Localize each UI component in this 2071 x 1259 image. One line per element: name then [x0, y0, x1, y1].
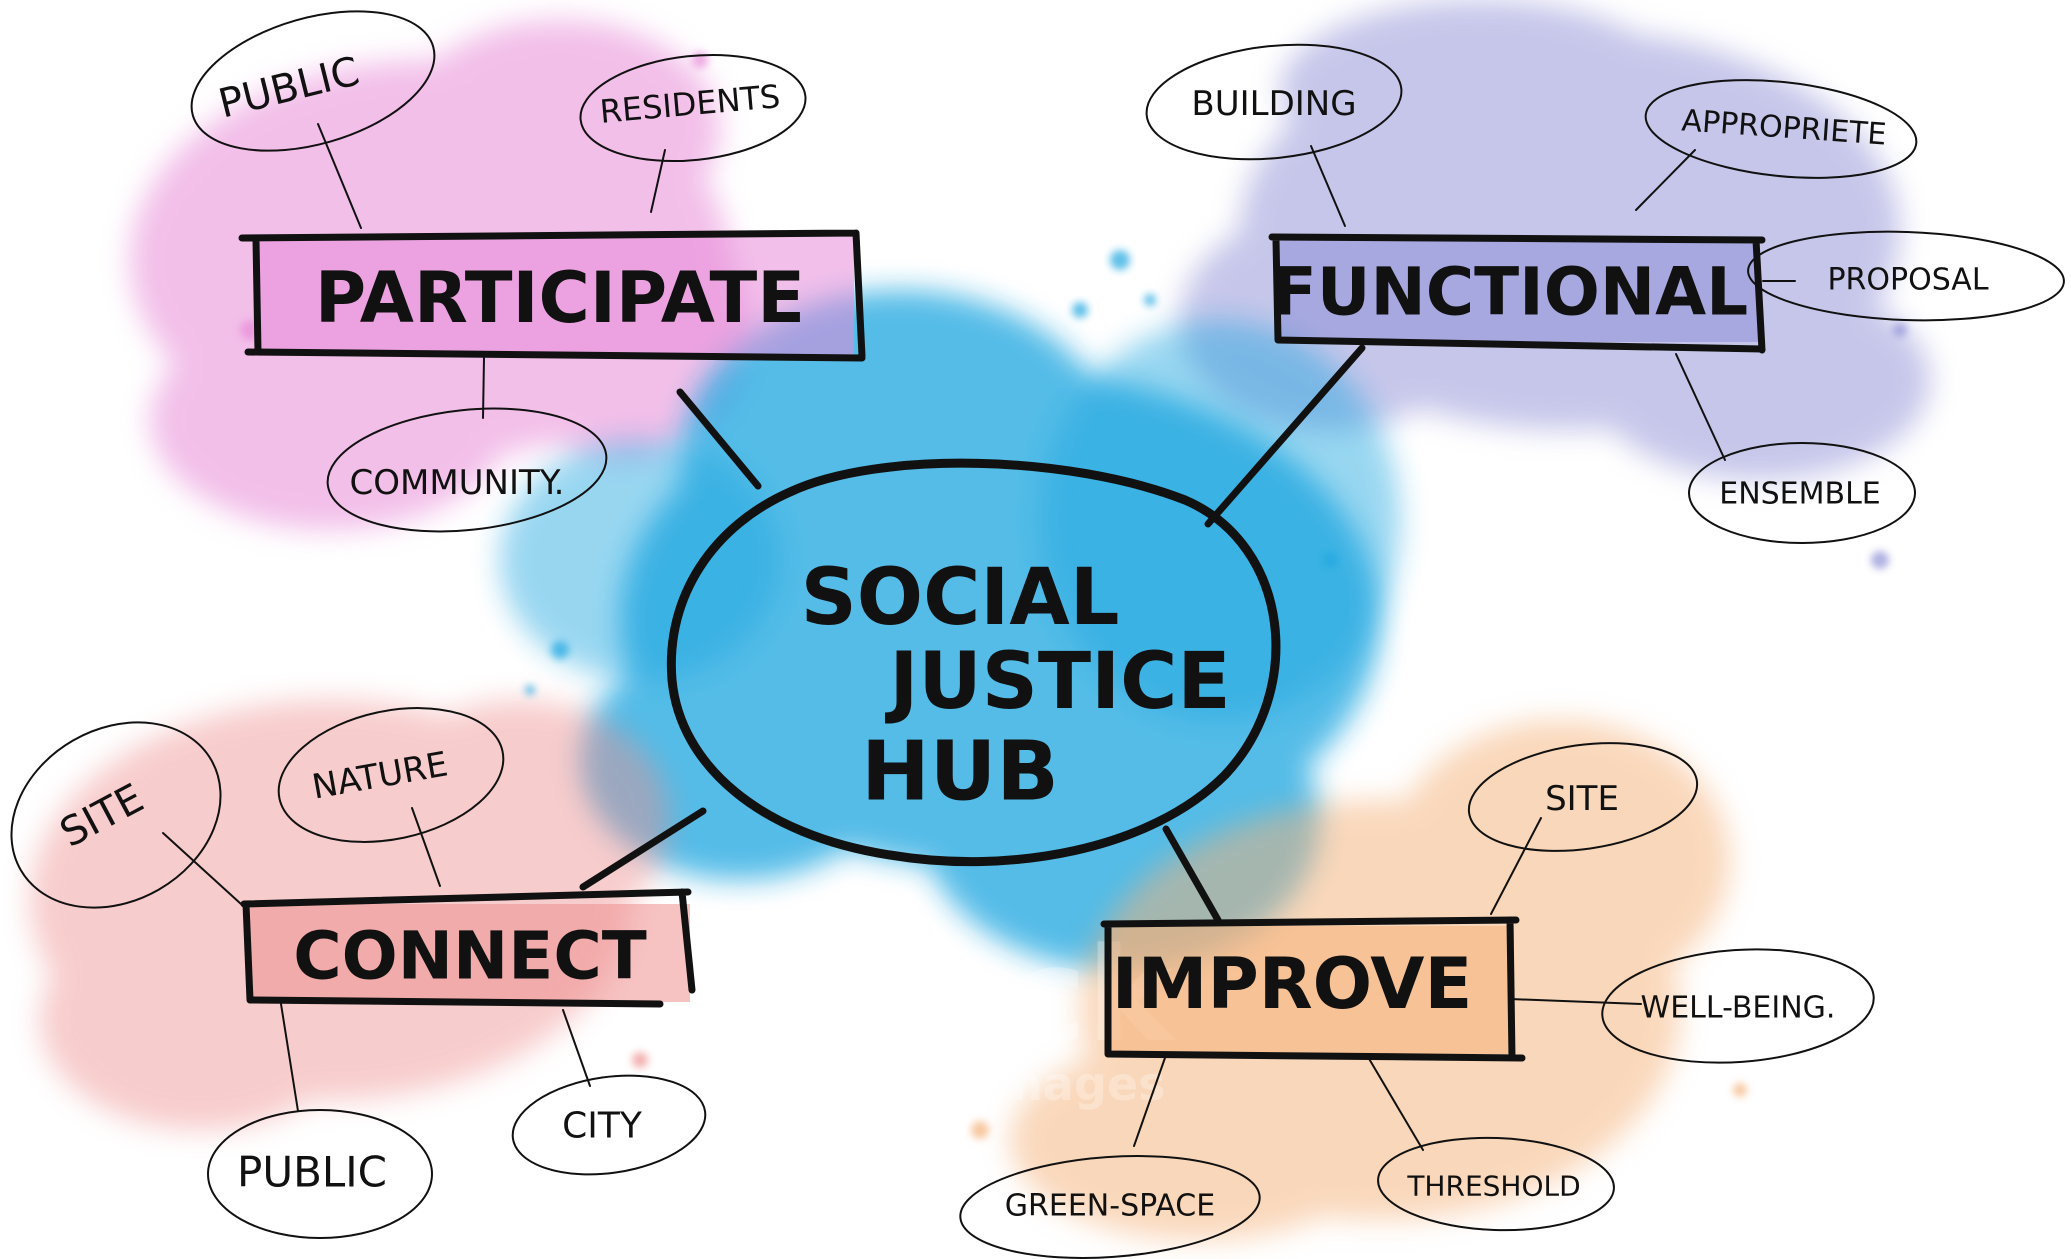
connect-leaf-public: PUBLIC [237, 1148, 387, 1197]
improve-leaf-greenspace: GREEN-SPACE [1005, 1189, 1215, 1224]
connect-leaf-public-bubble [207, 1109, 433, 1239]
functional-label: FUNCTIONAL [1272, 254, 1748, 331]
participate-box-outline [238, 229, 866, 362]
leaf-connectors [162, 123, 1796, 1151]
functional-leaf-proposal-bubble [1747, 230, 2065, 322]
central-hub: SOCIAL JUSTICE HUB [666, 458, 1281, 867]
improve-leaf-site-bubble [1467, 742, 1699, 852]
connector-connect [579, 807, 707, 891]
hub-connectors [579, 344, 1366, 924]
improve-leaf-greenspace-bubble [959, 1155, 1261, 1259]
connect-box-fill [250, 904, 690, 1002]
leaf-line-functional-ensemble [1675, 353, 1726, 461]
leaf-line-improve-wellbeing [1509, 998, 1642, 1005]
watermark-credit: by Getty Images [740, 1057, 1165, 1111]
leaf-line-functional-appropriete [1635, 149, 1696, 211]
connect-label: CONNECT [293, 918, 647, 995]
leaf-line-connect-site [162, 832, 242, 905]
hub-line-1: SOCIAL [801, 553, 1120, 643]
functional-leaf-proposal: PROPOSAL [1827, 263, 1988, 298]
connect-leaf-nature-bubble [277, 707, 505, 843]
participate-leaf-community-bubble [326, 407, 608, 533]
improve-leaf-wellbeing-bubble [1601, 948, 1875, 1064]
connect-leaf-city-bubble [511, 1074, 707, 1176]
participate-leaf-community: COMMUNITY. [350, 463, 565, 503]
functional-box-outline [1268, 233, 1766, 354]
leaf-line-improve-threshold [1367, 1056, 1424, 1151]
connect-box-outline [240, 888, 696, 1008]
connect-leaf-city: CITY [562, 1106, 643, 1147]
improve-leaf-threshold: THRESHOLD [1406, 1170, 1580, 1203]
watermark-brand: iStock [720, 919, 1176, 1071]
participate-box-fill [258, 236, 854, 356]
functional-leaf-ensemble-bubble [1688, 442, 1916, 544]
leaf-line-functional-building [1310, 145, 1346, 227]
hub-line-3: HUB [861, 725, 1059, 820]
leaf-line-connect-public [280, 1003, 299, 1112]
leaf-line-participate-public [317, 123, 362, 229]
stock-watermark: iStock by Getty Images [720, 919, 1176, 1111]
connect-leaf-site-bubble [10, 721, 222, 909]
functional-leaf-appropriete-bubble [1644, 79, 1918, 179]
hub-outline [666, 458, 1281, 867]
splash-droplets [240, 52, 1907, 1139]
participate-leaf-public-bubble [190, 10, 436, 152]
connector-functional [1204, 344, 1366, 528]
improve-box-outline [1100, 916, 1526, 1062]
functional-leaf-building: BUILDING [1191, 84, 1356, 124]
functional-leaf-ensemble: ENSEMBLE [1719, 477, 1881, 512]
improve-box-fill [1110, 926, 1514, 1054]
improve-leaf-threshold-bubble [1377, 1136, 1615, 1232]
hub-line-2: JUSTICE [884, 637, 1230, 727]
leaf-line-connect-city [562, 1009, 591, 1087]
connector-improve [1162, 825, 1222, 924]
leaf-line-improve-greenspace [1133, 1054, 1167, 1147]
leaf-line-improve-site [1490, 817, 1542, 915]
branch-connect: CONNECT SITE NATURE PUBLIC CITY [10, 707, 707, 1239]
improve-leaf-wellbeing: WELL-BEING. [1641, 991, 1836, 1026]
branch-functional: FUNCTIONAL BUILDING APPROPRIETE PROPOSAL… [1145, 43, 2065, 544]
participate-leaf-residents-bubble [579, 53, 807, 163]
functional-leaf-building-bubble [1145, 43, 1403, 161]
branch-improve: IMPROVE SITE WELL-BEING. GREEN-SPACE THR… [959, 742, 1875, 1259]
leaf-line-connect-nature [411, 807, 441, 887]
connector-participate [676, 388, 762, 490]
improve-leaf-site: SITE [1545, 779, 1619, 819]
improve-label: IMPROVE [1112, 943, 1473, 1025]
participate-label: PARTICIPATE [315, 257, 805, 339]
functional-box-fill [1276, 238, 1758, 342]
